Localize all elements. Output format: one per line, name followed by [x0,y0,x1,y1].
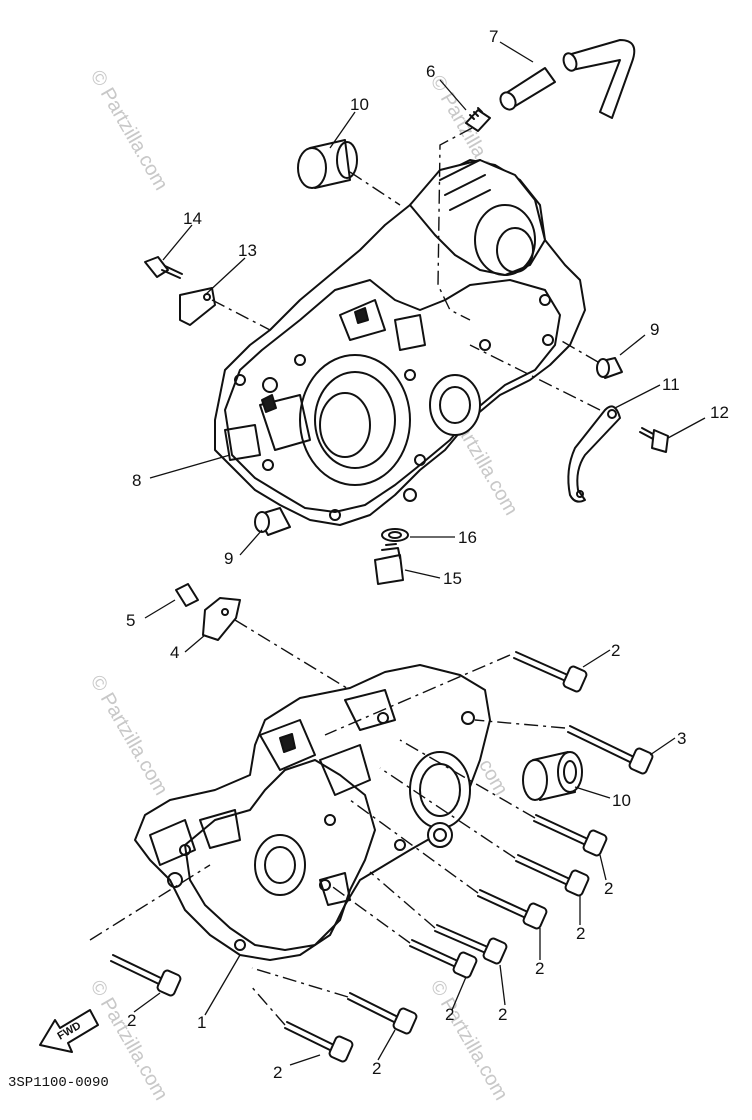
watermark: © Partzilla.com [86,67,172,195]
part-15-drain-plug [374,543,404,585]
callout-7: 7 [489,27,498,46]
callout-9: 9 [650,320,659,339]
bolt-3 [567,725,654,775]
callout-14: 14 [183,209,202,228]
callout-13: 13 [238,241,257,260]
part-13-plate [179,287,271,331]
part-14-bolt [144,256,183,279]
callout-12: 12 [710,403,729,422]
part-9-dowel-upper [559,339,623,379]
bolt-2 [533,814,608,857]
callout-2: 2 [127,1011,136,1030]
callout-2: 2 [273,1063,282,1082]
crankcase-right-half [214,159,586,526]
callout-11: 11 [662,375,680,394]
part-9-dowel-lower [254,507,291,536]
callout-2: 2 [535,959,544,978]
bolt-2 [347,992,418,1035]
part-10-collar-lower [522,751,583,801]
bolt-2 [515,854,590,897]
callout-10: 10 [612,791,631,810]
callout-5: 5 [126,611,135,630]
bolt-2 [434,924,508,965]
callout-15: 15 [443,569,462,588]
part-6-nipple [437,107,491,321]
bolt-2 [409,939,478,979]
crankcase-left-half [134,664,491,961]
callout-8: 8 [132,471,141,490]
callout-2: 2 [576,924,585,943]
callout-16: 16 [458,528,477,547]
callout-2: 2 [498,1005,507,1024]
callouts: 7 6 10 14 13 9 11 12 8 9 16 15 5 4 2 3 1… [126,27,729,1082]
part-4-bracket [202,597,351,691]
callout-2: 2 [372,1059,381,1078]
part-7-hose [499,39,636,119]
part-10-collar-upper [297,139,401,206]
callout-4: 4 [170,643,179,662]
diagram-code: 3SP1100-0090 [8,1075,109,1091]
bolts [110,651,654,1063]
callout-6: 6 [426,62,435,81]
part-12-bolt [639,427,669,453]
bolt-2 [513,651,588,693]
callout-2: 2 [611,641,620,660]
fwd-arrow: FWD [39,1009,99,1053]
watermark: © Partzilla.com [426,977,512,1105]
callout-2: 2 [445,1005,454,1024]
callout-10: 10 [350,95,369,114]
part-16-washer [381,528,409,542]
bolt-2 [110,954,182,997]
part-11-guide [469,344,621,503]
callout-3: 3 [677,729,686,748]
alignment-lines [89,654,566,1026]
bolt-2 [477,889,548,930]
leader-lines [133,41,706,1066]
bolt-2 [284,1021,354,1063]
watermark: © Partzilla.com [86,672,172,800]
callout-1: 1 [197,1013,206,1032]
callout-2: 2 [604,879,613,898]
callout-9: 9 [224,549,233,568]
part-5-screw [175,583,199,607]
